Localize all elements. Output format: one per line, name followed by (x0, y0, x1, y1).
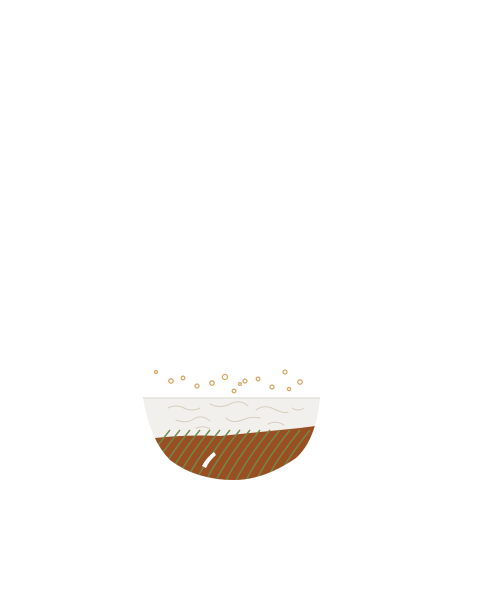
steam-bubble (297, 379, 303, 385)
steam-bubbles (153, 369, 303, 394)
bowl (143, 398, 380, 492)
steam-bubble (286, 386, 292, 392)
base-stripe (259, 429, 301, 480)
base-stripe (239, 429, 281, 480)
base-stripe (199, 429, 241, 480)
bowl-highlight (202, 452, 216, 468)
base-stripe (179, 429, 221, 480)
steam-bubble (242, 378, 248, 384)
steam-bubble (153, 369, 159, 375)
steam-bubble (180, 375, 186, 381)
steam-bubble (269, 384, 275, 390)
base-stripe (229, 429, 271, 480)
base-stripe (209, 429, 251, 480)
base-stripe (169, 429, 211, 480)
rim-swirls (167, 401, 305, 430)
base-stripe (330, 430, 370, 492)
base-stripe (309, 429, 320, 480)
steam-bubble (221, 373, 229, 381)
base-stripe (269, 429, 311, 480)
steam-bubble (237, 381, 243, 387)
steam-bubble (255, 376, 261, 382)
base-stripe (219, 429, 261, 480)
base-stripe (340, 430, 380, 492)
steam-bubble (168, 378, 174, 384)
steam-bubble (209, 380, 215, 386)
steam-bubble (194, 383, 200, 389)
steam-bubble (282, 369, 288, 375)
base-stripe (159, 429, 201, 480)
base-stripe (249, 429, 291, 480)
steam-bubble (231, 388, 237, 394)
base-stripe (319, 429, 320, 480)
